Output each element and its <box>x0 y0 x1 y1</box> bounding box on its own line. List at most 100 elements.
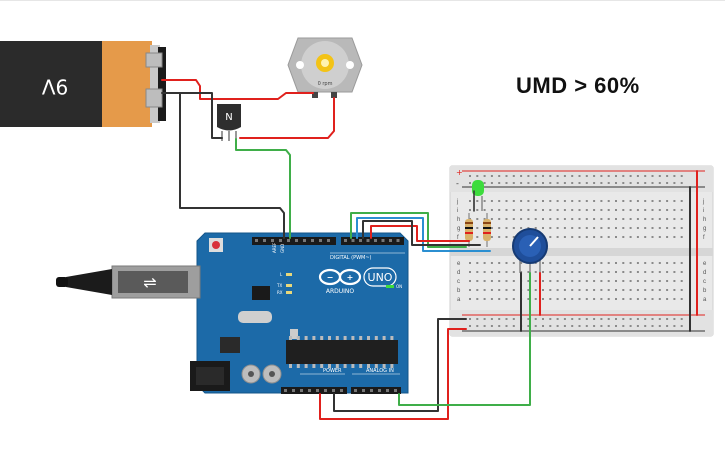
wire-digital-red[interactable] <box>370 225 470 242</box>
header-pin <box>327 239 330 242</box>
bb-hole <box>512 289 515 291</box>
bb-hole <box>585 218 588 220</box>
motor-terminal-left[interactable] <box>312 92 318 98</box>
rail-hole <box>600 175 603 177</box>
bb-hole <box>498 271 501 273</box>
rail-hole <box>622 175 625 177</box>
wire-battery-motor-red[interactable] <box>161 79 314 100</box>
rail-hole <box>490 318 493 320</box>
npn-transistor[interactable]: N <box>217 104 241 141</box>
bb-hole <box>505 289 508 291</box>
motor-terminal-right[interactable] <box>331 92 337 98</box>
dc-motor[interactable]: 0 rpm <box>287 37 363 98</box>
wire-5v-red[interactable] <box>319 328 467 420</box>
bb-hole <box>534 218 537 220</box>
wire-a0-green[interactable] <box>398 272 531 406</box>
rail-hole <box>483 318 486 320</box>
rail-hole <box>498 325 501 327</box>
rail-hole <box>512 318 515 320</box>
analog-header[interactable] <box>351 387 401 394</box>
bb-hole <box>651 227 654 229</box>
rx-label: RX <box>277 290 283 295</box>
bb-hole <box>666 227 669 229</box>
wire-gnd-black[interactable] <box>333 318 467 412</box>
mcu-pin <box>374 336 378 340</box>
bb-hole <box>673 271 676 273</box>
microcontroller-chip <box>286 340 398 364</box>
bb-hole <box>549 200 552 202</box>
bb-hole <box>615 227 617 229</box>
rail-hole <box>556 182 559 184</box>
analog-label: ANALOG IN <box>366 368 394 374</box>
wire-battery-transistor-black[interactable] <box>179 92 223 139</box>
wire-transistor-pin-green[interactable] <box>235 138 291 239</box>
bb-hole <box>542 262 544 264</box>
digital-pin-holes <box>255 239 400 242</box>
bb-hole <box>476 227 479 229</box>
potentiometer[interactable] <box>512 228 548 273</box>
rail-hole <box>658 182 661 184</box>
rail-hole <box>534 318 537 320</box>
bb-hole <box>658 209 661 211</box>
battery-terminal-neg[interactable] <box>145 52 163 68</box>
digital-header-left[interactable] <box>252 237 336 245</box>
rail-hole <box>673 182 676 184</box>
rail-hole <box>505 182 508 184</box>
wire-battery-gnd-black[interactable] <box>161 92 285 239</box>
mcu-pin <box>390 364 394 368</box>
wire-digital-black[interactable] <box>362 220 481 246</box>
rail-hole <box>636 182 639 184</box>
bb-hole <box>666 262 669 264</box>
bb-hole <box>578 262 581 264</box>
bb-hole <box>622 209 625 211</box>
battery-terminal-pos[interactable] <box>145 88 163 108</box>
bb-hole <box>658 227 661 229</box>
battery-9v[interactable]: 9V <box>0 41 166 127</box>
bb-hole <box>476 236 479 238</box>
mcu-pin <box>289 364 292 368</box>
mcu-pin <box>359 364 363 368</box>
bb-hole <box>636 280 639 282</box>
resistor-1-band-3 <box>465 232 473 234</box>
rail-hole <box>680 175 683 177</box>
bb-hole <box>658 289 661 291</box>
rail-hole <box>593 175 596 177</box>
row-letter: j <box>456 199 458 205</box>
digital-header-right[interactable] <box>341 237 404 245</box>
bb-hole <box>658 236 661 238</box>
rail-hole <box>593 182 596 184</box>
power-header[interactable] <box>281 387 347 394</box>
rail-hole <box>527 318 530 320</box>
bb-hole <box>571 209 574 211</box>
rail-hole <box>498 182 501 184</box>
wire-digital-blue[interactable] <box>356 217 491 252</box>
arduino-uno[interactable]: ⇌ DIGITAL (PWM~) AREF GND − + ARDUINO UN… <box>56 232 409 394</box>
bb-hole <box>666 209 669 211</box>
bb-hole <box>534 209 537 211</box>
rail-hole <box>563 325 566 327</box>
bb-hole <box>615 200 617 202</box>
bb-hole <box>534 298 537 300</box>
wire-digital-green[interactable] <box>350 212 467 248</box>
rail-hole <box>615 325 617 327</box>
power-jack-inner <box>196 367 224 385</box>
rail-hole <box>556 318 559 320</box>
rail-hole <box>607 182 610 184</box>
bb-hole <box>673 209 676 211</box>
resistor-1-band-2 <box>465 227 473 229</box>
resistor-2[interactable] <box>483 213 491 247</box>
transistor-label: N <box>225 112 232 123</box>
bb-hole <box>644 289 647 291</box>
bb-hole <box>549 227 552 229</box>
bb-hole <box>593 209 596 211</box>
bb-hole <box>549 218 552 220</box>
bb-hole <box>490 227 493 229</box>
bb-hole <box>651 218 654 220</box>
microcontroller-pins <box>289 336 394 368</box>
bb-hole <box>549 298 552 300</box>
wire-motor-transistor-red[interactable] <box>239 97 335 139</box>
bb-hole <box>520 218 523 220</box>
rail-hole <box>469 175 471 177</box>
